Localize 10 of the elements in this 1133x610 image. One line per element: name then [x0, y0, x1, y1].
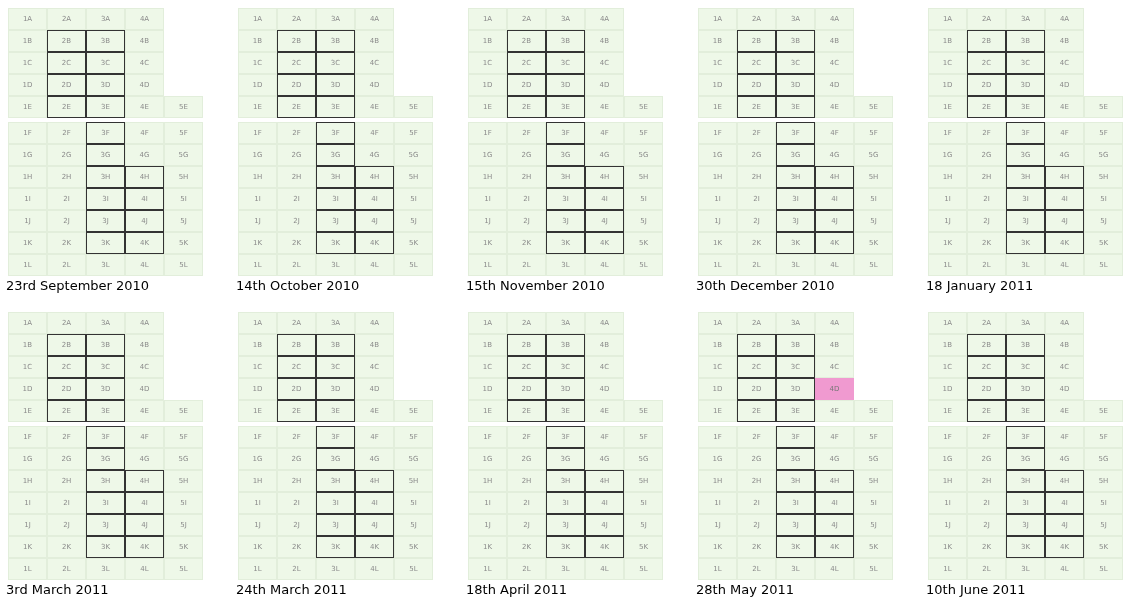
date-caption: 18 January 2011 [926, 278, 1034, 293]
date-caption: 15th November 2010 [466, 278, 605, 293]
date-caption: 30th December 2010 [696, 278, 835, 293]
date-caption: 23rd September 2010 [6, 278, 150, 293]
date-caption: 28th May 2011 [696, 582, 795, 597]
date-caption: 3rd March 2011 [6, 582, 109, 597]
date-caption: 10th June 2011 [926, 582, 1026, 597]
date-caption: 18th April 2011 [466, 582, 567, 597]
date-caption: 14th October 2010 [236, 278, 360, 293]
date-caption: 24th March 2011 [236, 582, 347, 597]
